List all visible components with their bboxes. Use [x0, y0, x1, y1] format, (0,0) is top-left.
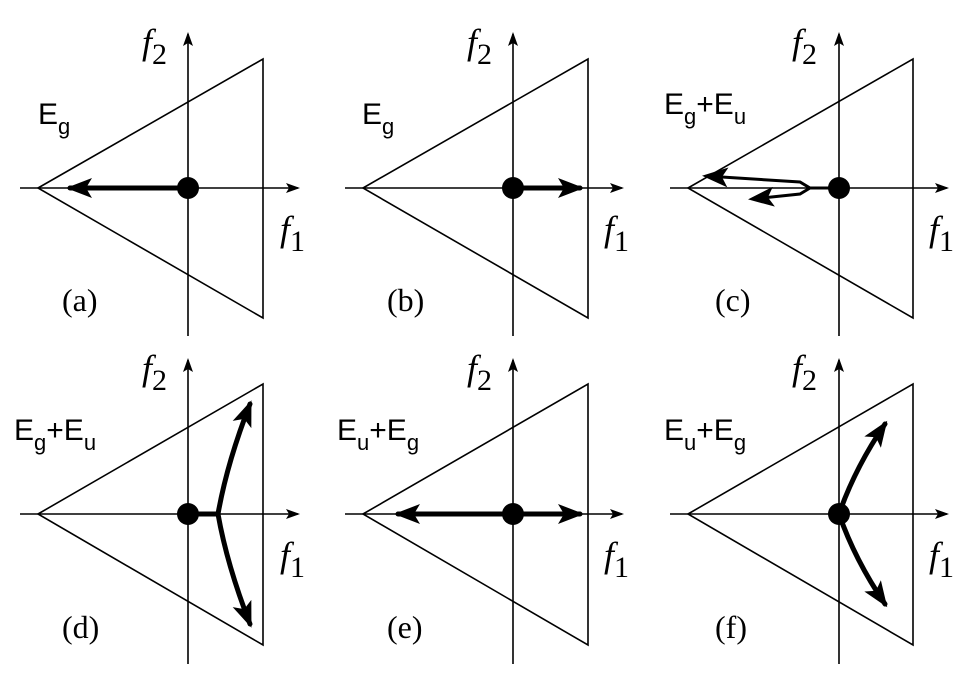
- mode-label: Eg+Eu: [14, 414, 96, 455]
- panel-tag: (c): [715, 282, 751, 318]
- mode-label: Eg: [38, 98, 70, 139]
- triangle: [686, 382, 914, 647]
- f2-label: f2: [792, 22, 817, 71]
- panel-tag: (f): [715, 609, 747, 645]
- f1-label: f1: [929, 209, 954, 258]
- f1-label: f1: [604, 209, 629, 258]
- f1-label: f1: [280, 209, 305, 258]
- mode-arrow-up: [836, 420, 888, 517]
- mode-arrow-lower: [748, 186, 811, 207]
- equilibrium-point: [828, 503, 850, 525]
- panel-tag: (b): [387, 282, 424, 318]
- panel-e: f2 f1 Eu+Eg (e): [337, 348, 629, 664]
- mode-arrow-down: [836, 511, 888, 608]
- f2-label: f2: [467, 348, 492, 397]
- f1-label: f1: [604, 535, 629, 584]
- panel-f: f2 f1 Eu+Eg (f): [664, 348, 954, 664]
- triangle: [36, 57, 264, 320]
- f2-label: f2: [792, 348, 817, 397]
- mode-arrow-down: [215, 511, 253, 628]
- panel-tag: (a): [62, 282, 98, 318]
- panel-c: f2 f1 Eg+Eu (c): [664, 22, 954, 336]
- equilibrium-point: [502, 177, 524, 199]
- mode-label: Eu+Eg: [337, 414, 419, 455]
- panel-b: f2 f1 Eg (b): [345, 22, 629, 336]
- mode-label: Eg+Eu: [664, 88, 746, 129]
- triangle: [686, 57, 914, 320]
- triangle: [36, 382, 264, 647]
- mode-label: Eg: [362, 98, 394, 139]
- f1-label: f1: [929, 535, 954, 584]
- triangle: [361, 382, 589, 647]
- panel-tag: (d): [62, 609, 99, 645]
- equilibrium-point: [828, 177, 850, 199]
- f2-label: f2: [467, 22, 492, 71]
- f2-label: f2: [142, 22, 167, 71]
- mode-label: Eu+Eg: [664, 414, 746, 455]
- f1-label: f1: [280, 535, 305, 584]
- f2-label: f2: [142, 348, 167, 397]
- equilibrium-point: [177, 503, 199, 525]
- equilibrium-point: [502, 503, 524, 525]
- mode-arrow-up: [215, 400, 253, 517]
- panel-d: f2 f1 Eg+Eu (d): [14, 348, 305, 664]
- panel-tag: (e): [387, 609, 423, 645]
- equilibrium-point: [177, 177, 199, 199]
- panel-a: f2 f1 Eg (a): [20, 22, 305, 336]
- mode-arrow-upper: [702, 167, 839, 190]
- triangle: [361, 57, 589, 320]
